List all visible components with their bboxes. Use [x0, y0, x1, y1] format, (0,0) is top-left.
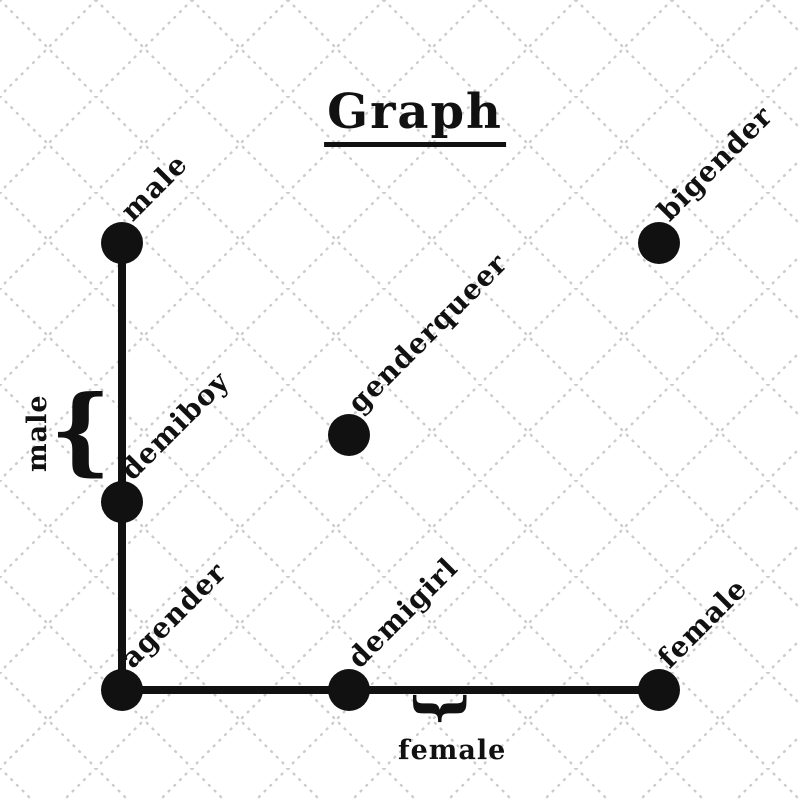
node-male	[101, 222, 143, 264]
node-bigender	[638, 222, 680, 264]
axis-bottom-label: female	[398, 735, 507, 766]
axis-left-label: male	[22, 394, 53, 473]
node-female	[638, 669, 680, 711]
node-demigirl	[328, 669, 370, 711]
node-demiboy	[101, 481, 143, 523]
bottom-brace-icon: {	[403, 689, 471, 727]
node-agender	[101, 669, 143, 711]
page-title: Graph	[324, 84, 506, 147]
left-brace-icon: {	[50, 375, 112, 486]
node-genderqueer	[328, 414, 370, 456]
